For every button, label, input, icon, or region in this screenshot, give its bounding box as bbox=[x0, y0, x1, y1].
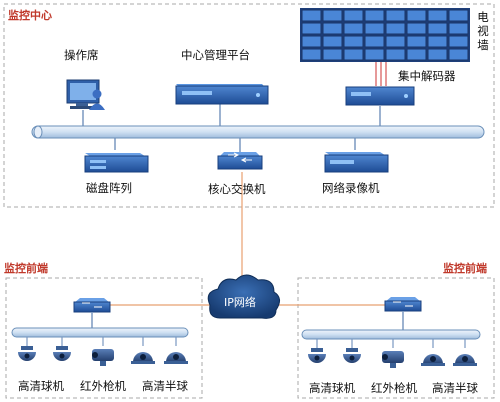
front-left-switch-icon bbox=[73, 298, 111, 313]
right-ir-bullet-camera-icon bbox=[382, 351, 404, 368]
front-right-label-ir-bullet: 红外枪机 bbox=[371, 381, 417, 395]
disk-array-icon bbox=[84, 153, 149, 173]
front-left-cameras bbox=[18, 337, 188, 366]
left-speed-dome-2-icon bbox=[53, 346, 71, 361]
left-ir-bullet-camera-icon bbox=[92, 349, 114, 366]
management-platform-icon bbox=[175, 84, 269, 105]
front-left-label-hd-dome: 高清半球 bbox=[142, 379, 188, 393]
front-left-section-title: 监控前端 bbox=[4, 262, 48, 275]
nvr-label: 网络录像机 bbox=[322, 181, 380, 195]
right-hd-dome-2-icon bbox=[453, 354, 477, 366]
front-right-switch-icon bbox=[384, 297, 422, 312]
ip-network-label: IP网络 bbox=[224, 296, 256, 309]
left-hd-dome-2-icon bbox=[164, 352, 188, 364]
network-bus bbox=[31, 125, 485, 139]
platform-label: 中心管理平台 bbox=[181, 48, 250, 62]
ip-network-cloud-icon bbox=[207, 274, 280, 319]
front-right-label-speed-dome: 高清球机 bbox=[309, 381, 355, 395]
bus-connectors bbox=[82, 104, 381, 152]
nvr-icon bbox=[324, 152, 389, 173]
network-links bbox=[100, 172, 400, 306]
video-wall-label: 电 视 墙 bbox=[477, 10, 489, 52]
front-right-bus bbox=[301, 329, 481, 340]
front-right-border bbox=[297, 277, 495, 399]
center-section-title: 监控中心 bbox=[8, 9, 52, 22]
decoder-icon bbox=[345, 86, 415, 106]
right-hd-dome-1-icon bbox=[421, 354, 445, 366]
decoder-label: 集中解码器 bbox=[398, 69, 456, 83]
front-right-cameras bbox=[308, 339, 477, 368]
left-speed-dome-1-icon bbox=[18, 346, 36, 361]
core-switch-label: 核心交换机 bbox=[208, 182, 266, 196]
front-left-border bbox=[5, 277, 203, 399]
core-switch-icon bbox=[217, 152, 263, 170]
operator-label: 操作席 bbox=[64, 48, 99, 62]
operator-workstation-icon bbox=[66, 79, 105, 110]
video-wall bbox=[300, 8, 470, 62]
disk-array-label: 磁盘阵列 bbox=[86, 181, 132, 195]
front-left-bus bbox=[11, 327, 189, 338]
decoder-cables bbox=[375, 62, 387, 86]
left-hd-dome-1-icon bbox=[131, 352, 155, 364]
front-left-label-ir-bullet: 红外枪机 bbox=[80, 379, 126, 393]
front-right-label-hd-dome: 高清半球 bbox=[432, 381, 478, 395]
front-right-section-title: 监控前端 bbox=[443, 262, 487, 275]
right-speed-dome-2-icon bbox=[343, 348, 361, 363]
center-border bbox=[3, 3, 495, 208]
front-left-label-speed-dome: 高清球机 bbox=[18, 379, 64, 393]
right-speed-dome-1-icon bbox=[308, 348, 326, 363]
